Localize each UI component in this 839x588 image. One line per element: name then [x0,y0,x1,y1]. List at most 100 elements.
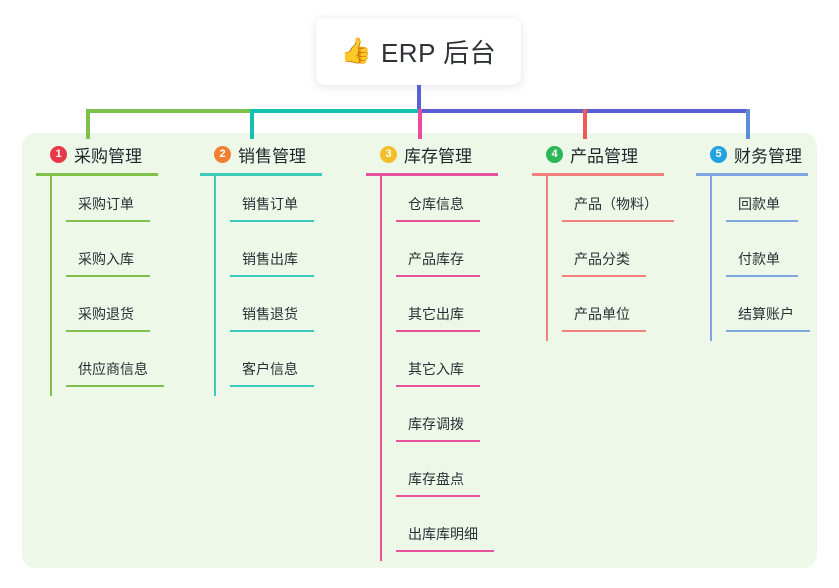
branch-items: 采购订单采购入库采购退货供应商信息 [36,176,196,396]
leaf-item-underline [230,220,314,222]
leaf-item[interactable]: 库存调拨 [380,396,536,451]
branch-column-5: 5 财务管理回款单付款单结算账户 [696,141,839,341]
branch-column-3: 3 库存管理仓库信息产品库存其它出库其它入库库存调拨库存盘点出库库明细 [366,141,536,561]
branch-underline [366,173,498,176]
leaf-item[interactable]: 其它入库 [380,341,536,396]
leaf-item[interactable]: 库存盘点 [380,451,536,506]
leaf-item[interactable]: 供应商信息 [50,341,196,396]
branch-number-badge: 1 [50,145,67,163]
branch-items: 销售订单销售出库销售退货客户信息 [200,176,360,396]
leaf-item-label: 库存调拨 [408,416,464,432]
leaf-item-label: 采购入库 [78,251,134,267]
branch-underline [200,173,322,176]
leaf-item[interactable]: 客户信息 [214,341,360,396]
leaf-item-label: 其它出库 [408,306,464,322]
leaf-item[interactable]: 销售出库 [214,231,360,286]
leaf-item-label: 出库库明细 [408,526,478,542]
leaf-item-label: 采购订单 [78,196,134,212]
leaf-item-label: 仓库信息 [408,196,464,212]
leaf-item-label: 客户信息 [242,361,298,377]
connector-root-stem [417,85,421,113]
branch-title: 财务管理 [734,146,802,166]
leaf-item[interactable]: 销售订单 [214,176,360,231]
root-node[interactable]: 👍 ERP 后台 [316,18,521,85]
leaf-item-underline [230,330,314,332]
leaf-item-underline [66,275,150,277]
leaf-item-label: 回款单 [738,196,780,212]
branch-title: 库存管理 [404,146,472,166]
leaf-item-underline [396,330,480,332]
branch-spine [380,176,382,561]
branch-spine [546,176,548,341]
leaf-item-label: 采购退货 [78,306,134,322]
leaf-item-label: 供应商信息 [78,361,148,377]
branch-header-5[interactable]: 5 财务管理 [696,141,839,167]
leaf-item-underline [396,550,494,552]
leaf-item[interactable]: 结算账户 [710,286,839,341]
leaf-item-underline [396,495,480,497]
leaf-item-underline [230,385,314,387]
leaf-item[interactable]: 产品分类 [546,231,702,286]
leaf-item-underline [562,275,646,277]
leaf-item[interactable]: 仓库信息 [380,176,536,231]
branch-spine [214,176,216,396]
branch-spine [50,176,52,396]
leaf-item-label: 销售订单 [242,196,298,212]
branch-items: 仓库信息产品库存其它出库其它入库库存调拨库存盘点出库库明细 [366,176,536,561]
leaf-item[interactable]: 采购订单 [50,176,196,231]
connector-drop-3 [418,109,422,139]
leaf-item-underline [66,220,150,222]
branch-underline [36,173,158,176]
connector-drop-1 [86,109,90,139]
leaf-item[interactable]: 采购退货 [50,286,196,341]
branch-underline [532,173,664,176]
branch-header-1[interactable]: 1 采购管理 [36,141,196,167]
leaf-item[interactable]: 采购入库 [50,231,196,286]
leaf-item-underline [726,330,810,332]
leaf-item-label: 其它入库 [408,361,464,377]
leaf-item[interactable]: 产品单位 [546,286,702,341]
leaf-item[interactable]: 出库库明细 [380,506,536,561]
branch-header-3[interactable]: 3 库存管理 [366,141,536,167]
leaf-item-underline [396,275,480,277]
branch-title: 采购管理 [74,146,142,166]
leaf-item-label: 销售出库 [242,251,298,267]
branch-number-badge: 3 [380,145,397,163]
leaf-item[interactable]: 其它出库 [380,286,536,341]
leaf-item-label: 结算账户 [738,306,794,322]
branch-title: 产品管理 [570,146,638,166]
branch-number-badge: 5 [710,145,727,163]
leaf-item-underline [726,275,798,277]
leaf-item-label: 产品分类 [574,251,630,267]
branch-column-1: 1 采购管理采购订单采购入库采购退货供应商信息 [36,141,196,396]
leaf-item-underline [726,220,798,222]
branch-spine [710,176,712,341]
leaf-item-underline [230,275,314,277]
connector-bar-teal [250,109,420,113]
branch-header-4[interactable]: 4 产品管理 [532,141,702,167]
connector-drop-5 [746,109,750,139]
branch-number-badge: 4 [546,145,563,163]
leaf-item-label: 付款单 [738,251,780,267]
leaf-item-underline [66,385,164,387]
branch-items: 产品（物料） 产品分类产品单位 [532,176,702,341]
connector-drop-4 [583,109,587,139]
leaf-item-label: 产品库存 [408,251,464,267]
leaf-item[interactable]: 销售退货 [214,286,360,341]
leaf-item[interactable]: 产品库存 [380,231,536,286]
branch-underline [696,173,808,176]
leaf-item-label: 库存盘点 [408,471,464,487]
leaf-item-underline [562,330,646,332]
leaf-item-underline [396,440,480,442]
leaf-item-label: 产品单位 [574,306,630,322]
branch-column-4: 4 产品管理产品（物料） 产品分类产品单位 [532,141,702,341]
root-node-title: ERP 后台 [380,38,497,68]
connector-bar-green [86,109,252,113]
branch-number-badge: 2 [214,145,231,163]
leaf-item[interactable]: 付款单 [710,231,839,286]
leaf-item[interactable]: 产品（物料） [546,176,702,231]
leaf-item[interactable]: 回款单 [710,176,839,231]
